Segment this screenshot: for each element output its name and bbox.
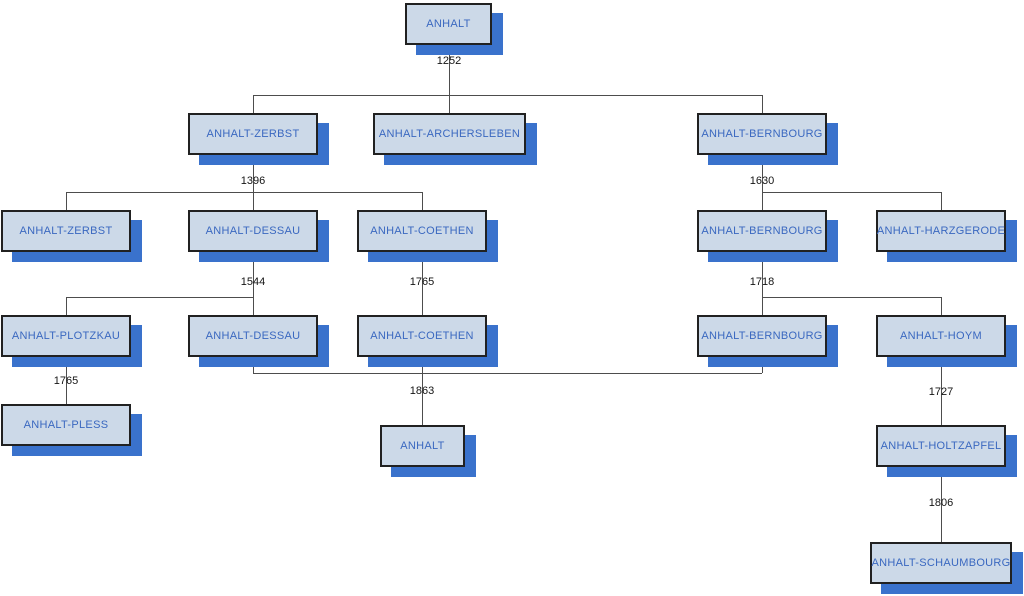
connector-line-12 — [941, 192, 942, 210]
tree-node-anhalt-dessau-3[interactable]: ANHALT-DESSAU — [188, 210, 318, 252]
tree-node-label-anhalt-bernbourg-3: ANHALT-BERNBOURG — [701, 225, 823, 237]
tree-node-label-anhalt-dessau-4: ANHALT-DESSAU — [205, 330, 301, 342]
year-label-1718-5: 1718 — [749, 276, 775, 288]
year-label-1863-7: 1863 — [409, 385, 435, 397]
year-label-1806-9: 1806 — [928, 497, 954, 509]
connector-line-4 — [762, 95, 763, 113]
year-label-1727-8: 1727 — [928, 386, 954, 398]
tree-node-anhalt-zerbst-2[interactable]: ANHALT-ZERBST — [188, 113, 318, 155]
tree-node-label-anhalt-dessau-3: ANHALT-DESSAU — [205, 225, 301, 237]
tree-node-label-anhalt-coethen-4: ANHALT-COETHEN — [370, 330, 474, 342]
year-label-1396-1: 1396 — [240, 175, 266, 187]
connector-line-10 — [762, 155, 763, 210]
connector-line-6 — [66, 192, 422, 193]
tree-node-label-anhalt-schaumbourg: ANHALT-SCHAUMBOURG — [871, 557, 1011, 569]
year-label-1765-6: 1765 — [53, 375, 79, 387]
connector-line-16 — [253, 297, 254, 315]
year-label-1252-0: 1252 — [436, 55, 462, 67]
connector-line-0 — [449, 45, 450, 95]
tree-node-label-anhalt-archersleben: ANHALT-ARCHERSLEBEN — [378, 128, 521, 140]
connector-line-20 — [941, 297, 942, 315]
tree-node-anhalt-bernbourg-2[interactable]: ANHALT-BERNBOURG — [697, 113, 827, 155]
connector-line-24 — [253, 373, 762, 374]
tree-node-anhalt-zerbst-3[interactable]: ANHALT-ZERBST — [1, 210, 131, 252]
tree-node-label-anhalt-root: ANHALT — [426, 18, 471, 30]
year-label-1630-2: 1630 — [749, 175, 775, 187]
tree-node-anhalt-root[interactable]: ANHALT — [405, 3, 492, 45]
connector-line-14 — [66, 297, 253, 298]
tree-node-label-anhalt-pless: ANHALT-PLESS — [23, 419, 109, 431]
connector-line-13 — [253, 253, 254, 297]
connector-line-19 — [762, 297, 941, 298]
connector-line-17 — [422, 253, 423, 315]
connector-line-22 — [253, 357, 254, 373]
tree-node-label-anhalt-hoym: ANHALT-HOYM — [900, 330, 982, 342]
connector-line-25 — [422, 357, 423, 425]
connector-line-5 — [253, 155, 254, 192]
tree-node-label-anhalt-unified: ANHALT — [400, 440, 445, 452]
year-label-1544-3: 1544 — [240, 276, 266, 288]
tree-node-label-anhalt-coethen-3: ANHALT-COETHEN — [370, 225, 474, 237]
tree-node-anhalt-schaumbourg[interactable]: ANHALT-SCHAUMBOURG — [870, 542, 1012, 584]
year-label-1765-4: 1765 — [409, 276, 435, 288]
tree-node-anhalt-bernbourg-3[interactable]: ANHALT-BERNBOURG — [697, 210, 827, 252]
connector-line-23 — [762, 357, 763, 373]
tree-node-label-anhalt-harzgerode: ANHALT-HARZGERODE — [876, 225, 1006, 237]
connector-line-7 — [66, 192, 67, 210]
connector-line-2 — [253, 95, 254, 113]
connector-line-9 — [422, 192, 423, 210]
tree-node-anhalt-coethen-4[interactable]: ANHALT-COETHEN — [357, 315, 487, 357]
tree-node-anhalt-unified[interactable]: ANHALT — [380, 425, 465, 467]
connector-line-1 — [253, 95, 762, 96]
tree-node-anhalt-harzgerode[interactable]: ANHALT-HARZGERODE — [876, 210, 1006, 252]
tree-node-label-anhalt-holtzapfel: ANHALT-HOLTZAPFEL — [880, 440, 1002, 452]
connector-line-8 — [253, 192, 254, 210]
tree-node-anhalt-dessau-4[interactable]: ANHALT-DESSAU — [188, 315, 318, 357]
connector-line-26 — [941, 357, 942, 425]
connector-line-21 — [66, 357, 67, 404]
tree-node-label-anhalt-zerbst-3: ANHALT-ZERBST — [19, 225, 113, 237]
tree-node-anhalt-hoym[interactable]: ANHALT-HOYM — [876, 315, 1006, 357]
tree-node-label-anhalt-plotzkau: ANHALT-PLOTZKAU — [11, 330, 121, 342]
tree-node-label-anhalt-zerbst-2: ANHALT-ZERBST — [206, 128, 300, 140]
connector-line-27 — [941, 467, 942, 542]
tree-node-anhalt-holtzapfel[interactable]: ANHALT-HOLTZAPFEL — [876, 425, 1006, 467]
tree-node-anhalt-pless[interactable]: ANHALT-PLESS — [1, 404, 131, 446]
connector-line-18 — [762, 253, 763, 315]
tree-node-label-anhalt-bernbourg-4: ANHALT-BERNBOURG — [701, 330, 823, 342]
tree-node-anhalt-archersleben[interactable]: ANHALT-ARCHERSLEBEN — [373, 113, 526, 155]
connector-line-3 — [449, 95, 450, 113]
tree-node-label-anhalt-bernbourg-2: ANHALT-BERNBOURG — [701, 128, 823, 140]
tree-node-anhalt-plotzkau[interactable]: ANHALT-PLOTZKAU — [1, 315, 131, 357]
tree-node-anhalt-coethen-3[interactable]: ANHALT-COETHEN — [357, 210, 487, 252]
connector-line-11 — [762, 192, 941, 193]
tree-node-anhalt-bernbourg-4[interactable]: ANHALT-BERNBOURG — [697, 315, 827, 357]
connector-line-15 — [66, 297, 67, 315]
